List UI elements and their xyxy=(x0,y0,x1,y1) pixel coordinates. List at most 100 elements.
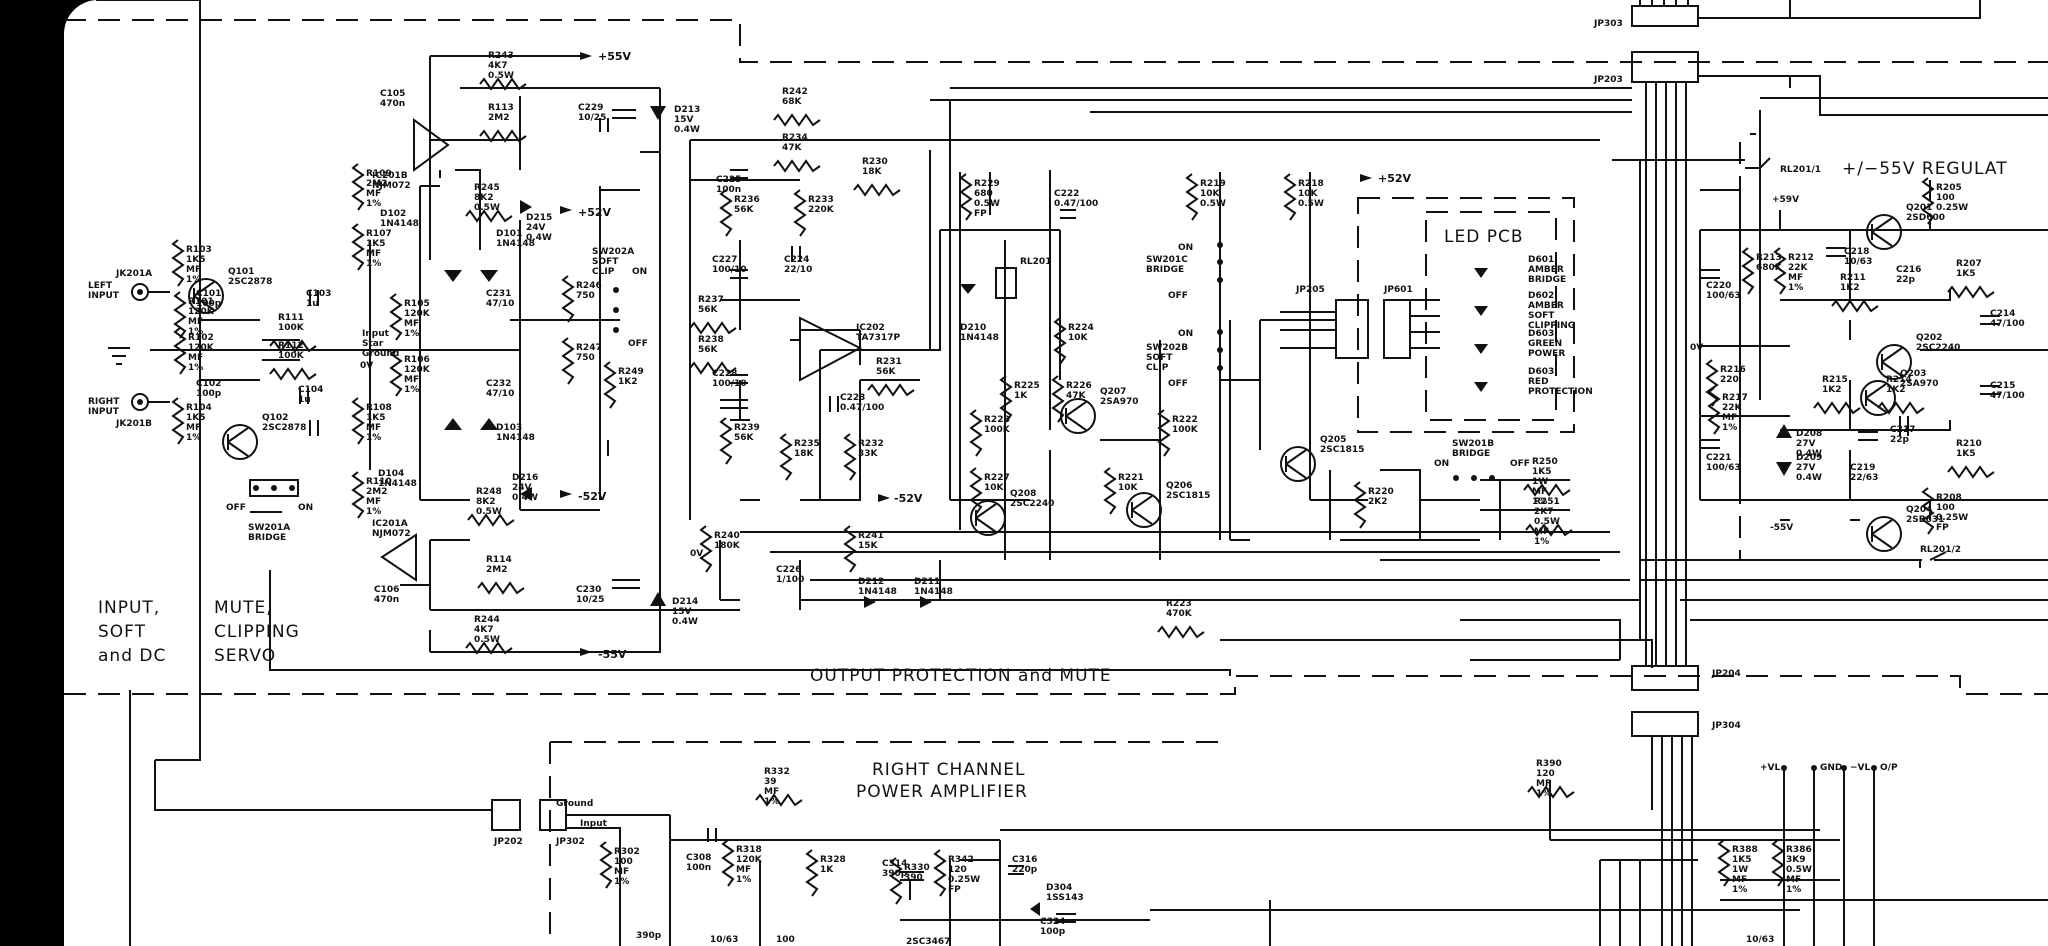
capacitor-c324-line-1: 100p xyxy=(1040,927,1066,937)
resistor-zigzag xyxy=(755,793,803,807)
resistor-r226-line-1: 47K xyxy=(1066,391,1087,401)
diode-d215-line-2: 0.4W xyxy=(526,233,552,243)
diode-d208-line-0: D208 xyxy=(1796,429,1822,439)
resistor-zigzag xyxy=(1525,523,1573,537)
resistor-r208-line-2: 0.25W xyxy=(1936,513,1968,523)
capacitor-c228-line-1: 100/10 xyxy=(712,379,747,389)
resistor-r223-line-1: 470K xyxy=(1166,609,1193,619)
right-input-1: RIGHT xyxy=(88,397,120,407)
left-input-1: LEFT xyxy=(88,281,113,291)
rail-m52-a: -52V xyxy=(578,490,607,503)
resistor-zigzag xyxy=(389,349,403,397)
resistor-r247-line-0: R247 xyxy=(576,343,602,353)
diode-d103-line-1: 1N4148 xyxy=(496,433,535,443)
led-2-line-2: POWER xyxy=(1528,349,1565,359)
resistor-r221-line-0: R221 xyxy=(1118,473,1144,483)
schematic-sheet: INPUT, SOFT and DC MUTE, CLIPPING SERVO … xyxy=(64,0,2048,946)
resistor-r219-line-1: 10K xyxy=(1200,189,1221,199)
resistor-r110-line-0: R110 xyxy=(366,477,392,487)
resistor-zigzag xyxy=(467,513,515,527)
resistor-r230-line-1: 18K xyxy=(862,167,883,177)
resistor-zigzag xyxy=(867,383,915,397)
resistor-r236-line-1: 56K xyxy=(734,205,755,215)
resistor-r248-line-1: 8K2 xyxy=(476,497,496,507)
resistor-r109-line-0: R109 xyxy=(366,169,392,179)
resistor-r241-line-0: R241 xyxy=(858,531,884,541)
transistor-q207-body xyxy=(1060,398,1096,434)
capacitor-c215-line-1: 47/100 xyxy=(1990,391,2025,401)
resistor-zigzag xyxy=(719,189,733,237)
transistor-q205-line-1: 2SC1815 xyxy=(1320,445,1364,455)
led-1-line-3: CLIPPING xyxy=(1528,321,1575,331)
resistor-r251-line-1: 2K7 xyxy=(1534,507,1554,517)
q-partial-label: 2SC3467 xyxy=(906,937,950,946)
resistor-r104-line-3: 1% xyxy=(186,433,201,443)
capacitor-c225-line-0: C225 xyxy=(716,175,741,185)
resistor-r106-line-3: 1% xyxy=(404,385,419,395)
capacitor-c103-line-1: 1u xyxy=(306,299,319,309)
off-label-b: OFF xyxy=(1168,291,1188,301)
capacitor-c316-line-0: C316 xyxy=(1012,855,1037,865)
resistor-r332-line-2: MF xyxy=(764,787,779,797)
resistor-r220-line-1: 2K2 xyxy=(1368,497,1388,507)
transistor-q205-line-0: Q205 xyxy=(1320,435,1346,445)
resistor-zigzag xyxy=(805,849,819,897)
diode-d214-line-1: 15V xyxy=(672,607,692,617)
resistor-r217-line-1: 22K xyxy=(1722,403,1743,413)
resistor-r219-line-0: R219 xyxy=(1200,179,1226,189)
resistor-zigzag xyxy=(1741,247,1755,295)
capacitor-c221-line-1: 100/63 xyxy=(1706,463,1741,473)
led-pcb-title: LED PCB xyxy=(1444,227,1524,247)
on-label-d: ON xyxy=(298,503,313,513)
resistor-zigzag xyxy=(1773,247,1787,295)
resistor-r386-line-1: 3K9 xyxy=(1786,855,1806,865)
transistor-q208-line-0: Q208 xyxy=(1010,489,1036,499)
rail-m52-b: -52V xyxy=(894,492,923,505)
capacitor-c221-line-0: C221 xyxy=(1706,453,1731,463)
resistor-r212-line-3: 1% xyxy=(1788,283,1803,293)
resistor-zigzag xyxy=(269,367,317,381)
resistor-r245-line-2: 0.5W xyxy=(474,203,500,213)
transistor-q201-line-0: Q201 xyxy=(1906,203,1932,213)
diode-d103-line-0: D103 xyxy=(496,423,522,433)
resistor-r239-line-0: R239 xyxy=(734,423,760,433)
resistor-r108-line-3: 1% xyxy=(366,433,381,443)
left-input-2: INPUT xyxy=(88,291,120,301)
resistor-r225-line-0: R225 xyxy=(1014,381,1040,391)
resistor-r318-line-0: R318 xyxy=(736,845,762,855)
resistor-r251-line-3: MF xyxy=(1534,527,1549,537)
jp303-label: JP303 xyxy=(1593,19,1623,29)
resistor-r388-line-0: R388 xyxy=(1732,845,1758,855)
led-2-line-0: D603 xyxy=(1528,329,1554,339)
diode-d215-line-0: D215 xyxy=(526,213,552,223)
resistor-r250-line-1: 1K5 xyxy=(1532,467,1552,477)
capacitor-c101-line-1: 100p xyxy=(196,299,222,309)
diode-d214-line-0: D214 xyxy=(672,597,698,607)
resistor-r235-line-0: R235 xyxy=(794,439,820,449)
resistor-r237-line-1: 56K xyxy=(698,305,719,315)
on-label-e: ON xyxy=(1434,459,1449,469)
capacitor-c314-line-0: C314 xyxy=(882,859,907,869)
diode-d214-line-2: 0.4W xyxy=(672,617,698,627)
resistor-r113-line-0: R113 xyxy=(488,103,514,113)
transistor-q205-body xyxy=(1280,446,1316,482)
resistor-r222-line-0: R222 xyxy=(1172,415,1198,425)
resistor-r208-line-3: FP xyxy=(1936,523,1949,533)
jp205-label: JP205 xyxy=(1295,285,1325,295)
resistor-r215-line-0: R215 xyxy=(1822,375,1848,385)
resistor-r101-line-0: R101 xyxy=(188,297,214,307)
diode-d104-line-0: D104 xyxy=(378,469,404,479)
resistor-r240-line-1: 180K xyxy=(714,541,741,551)
input-section-line-2: SOFT xyxy=(98,622,146,642)
jp204-label: JP204 xyxy=(1711,669,1741,679)
resistor-r318-line-3: 1% xyxy=(736,875,751,885)
resistor-zigzag xyxy=(351,163,365,211)
resistor-zigzag xyxy=(1353,481,1367,529)
capacitor-c324-line-0: C324 xyxy=(1040,917,1065,927)
transistor-q101-line-1: 2SC2878 xyxy=(228,277,272,287)
resistor-r245-line-1: 8K2 xyxy=(474,193,494,203)
diode-d212-line-1: 1N4148 xyxy=(858,587,897,597)
switch-sw202a-line-1: SOFT xyxy=(592,257,619,267)
diode-d213-line-1: 15V xyxy=(674,115,694,125)
input-section-line-3: and DC xyxy=(98,646,166,666)
